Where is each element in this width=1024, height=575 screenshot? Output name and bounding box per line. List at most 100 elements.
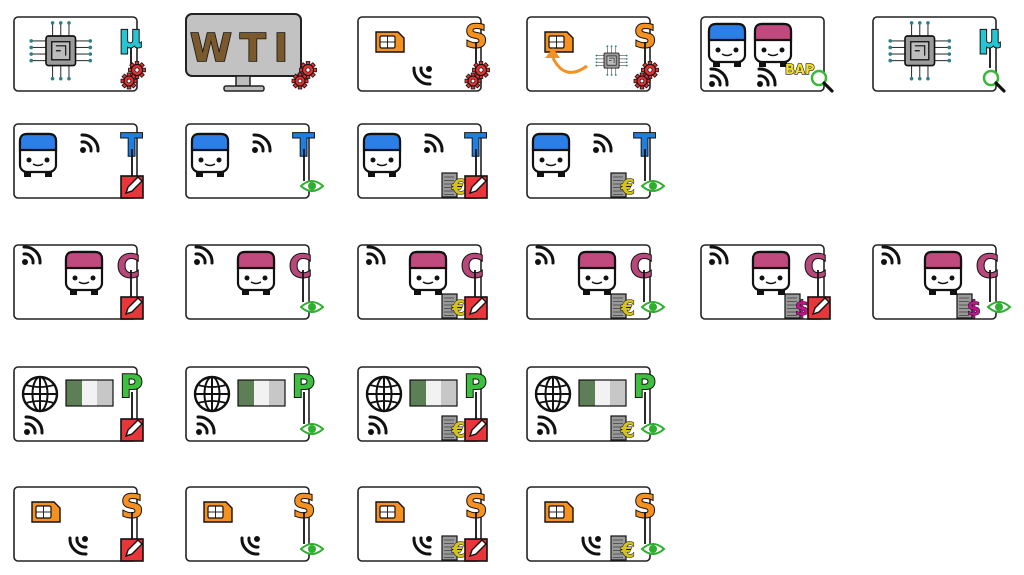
globe-icon: [193, 375, 231, 413]
signal-icon: [424, 133, 444, 153]
sim-icon: [544, 31, 574, 53]
euro-icon: €: [441, 172, 466, 200]
signal-icon: [80, 133, 100, 153]
signal-icon: [709, 67, 729, 87]
pen-icon: [120, 538, 144, 562]
category-letter: μ: [978, 19, 1001, 55]
category-letter: C: [117, 249, 140, 285]
currency-symbol: €: [620, 175, 635, 199]
pen-icon: [120, 175, 144, 199]
icon-tile-p-euro-write: P€: [357, 364, 523, 450]
icon-tile-t-read: T: [185, 121, 351, 207]
category-letter: C: [630, 249, 653, 285]
signal-icon: [881, 245, 901, 265]
gears-icon: [120, 61, 146, 90]
icon-tile-bap: BAP: [700, 14, 866, 100]
flag-icon: [409, 379, 458, 407]
pen-icon: [807, 296, 831, 320]
eye-icon: [640, 543, 666, 555]
dollar-icon: $: [784, 293, 809, 321]
icon-tile-c-write: C: [13, 242, 179, 328]
icon-tile-sim-chip-s: S: [526, 14, 692, 100]
eye-icon: [299, 301, 325, 313]
currency-symbol: €: [620, 538, 635, 562]
globe-icon: [21, 375, 59, 413]
wti-label: WTI: [190, 26, 296, 70]
signal-icon: [194, 245, 214, 265]
signal-icon: [24, 415, 44, 435]
signal-icon: [709, 245, 729, 265]
signal-icon: [537, 415, 557, 435]
euro-icon: €: [610, 172, 635, 200]
euro-icon: €: [610, 535, 635, 563]
category-letter: T: [121, 128, 142, 164]
signal-icon: [68, 536, 88, 556]
eye-icon: [986, 301, 1012, 313]
pen-icon: [464, 418, 488, 442]
currency-symbol: €: [451, 175, 466, 199]
icon-tile-p-read: P: [185, 364, 351, 450]
chip-icon: [888, 21, 952, 81]
icon-tile-sim-s-gears: S: [357, 14, 523, 100]
globe-icon: [365, 375, 403, 413]
bus-icon: [236, 250, 276, 295]
category-letter: T: [465, 128, 486, 164]
bus-icon: [18, 132, 58, 177]
euro-icon: €: [441, 293, 466, 321]
signal-icon: [366, 245, 386, 265]
dollar-icon: $: [956, 293, 981, 321]
currency-symbol: €: [620, 418, 635, 442]
bus-icon: [751, 250, 791, 295]
bap-label: BAP: [785, 63, 815, 78]
category-letter: C: [289, 249, 312, 285]
euro-icon: €: [610, 415, 635, 443]
icon-tile-c-dollar-read: C$: [872, 242, 1024, 328]
eye-icon: [299, 423, 325, 435]
icon-tile-chip-mu-search: μ: [872, 14, 1024, 100]
eye-icon: [640, 423, 666, 435]
chip-icon: [29, 21, 93, 81]
pen-icon: [120, 296, 144, 320]
flag-icon: [65, 379, 114, 407]
sim-icon: [31, 501, 61, 523]
category-letter: S: [634, 19, 656, 55]
signal-icon: [196, 415, 216, 435]
eye-icon: [640, 301, 666, 313]
category-letter: C: [461, 249, 484, 285]
icon-tile-t-write: T: [13, 121, 179, 207]
category-letter: T: [634, 128, 655, 164]
icon-tile-wti: WTI: [185, 13, 351, 100]
icon-tile-c-euro-read: C€: [526, 242, 692, 328]
signal-icon: [412, 66, 432, 86]
icon-tile-c-euro-write: C€: [357, 242, 523, 328]
currency-symbol: €: [451, 418, 466, 442]
arrow-icon: [545, 48, 588, 74]
chip-icon: [595, 45, 628, 76]
icon-tile-p-write: P: [13, 364, 179, 450]
bus-icon: [531, 132, 571, 177]
sim-icon: [203, 501, 233, 523]
euro-icon: €: [441, 535, 466, 563]
bus-icon: [923, 250, 963, 295]
currency-symbol: €: [451, 538, 466, 562]
bus-icon: [362, 132, 402, 177]
signal-icon: [252, 133, 272, 153]
icon-tile-p-euro-read: P€: [526, 364, 692, 450]
sim-icon: [544, 501, 574, 523]
sim-icon: [375, 31, 405, 53]
euro-icon: €: [610, 293, 635, 321]
pen-icon: [464, 175, 488, 199]
signal-icon: [368, 415, 388, 435]
icon-tile-c-read: C: [185, 242, 351, 328]
eye-icon: [299, 543, 325, 555]
sim-icon: [375, 501, 405, 523]
icon-tile-s-write: S: [13, 484, 179, 570]
gears-icon: [464, 61, 490, 90]
category-letter: C: [976, 249, 999, 285]
category-letter: T: [293, 128, 314, 164]
flag-icon: [578, 379, 627, 407]
magnifier-icon: [982, 69, 1006, 93]
signal-icon: [535, 245, 555, 265]
signal-icon: [240, 536, 260, 556]
